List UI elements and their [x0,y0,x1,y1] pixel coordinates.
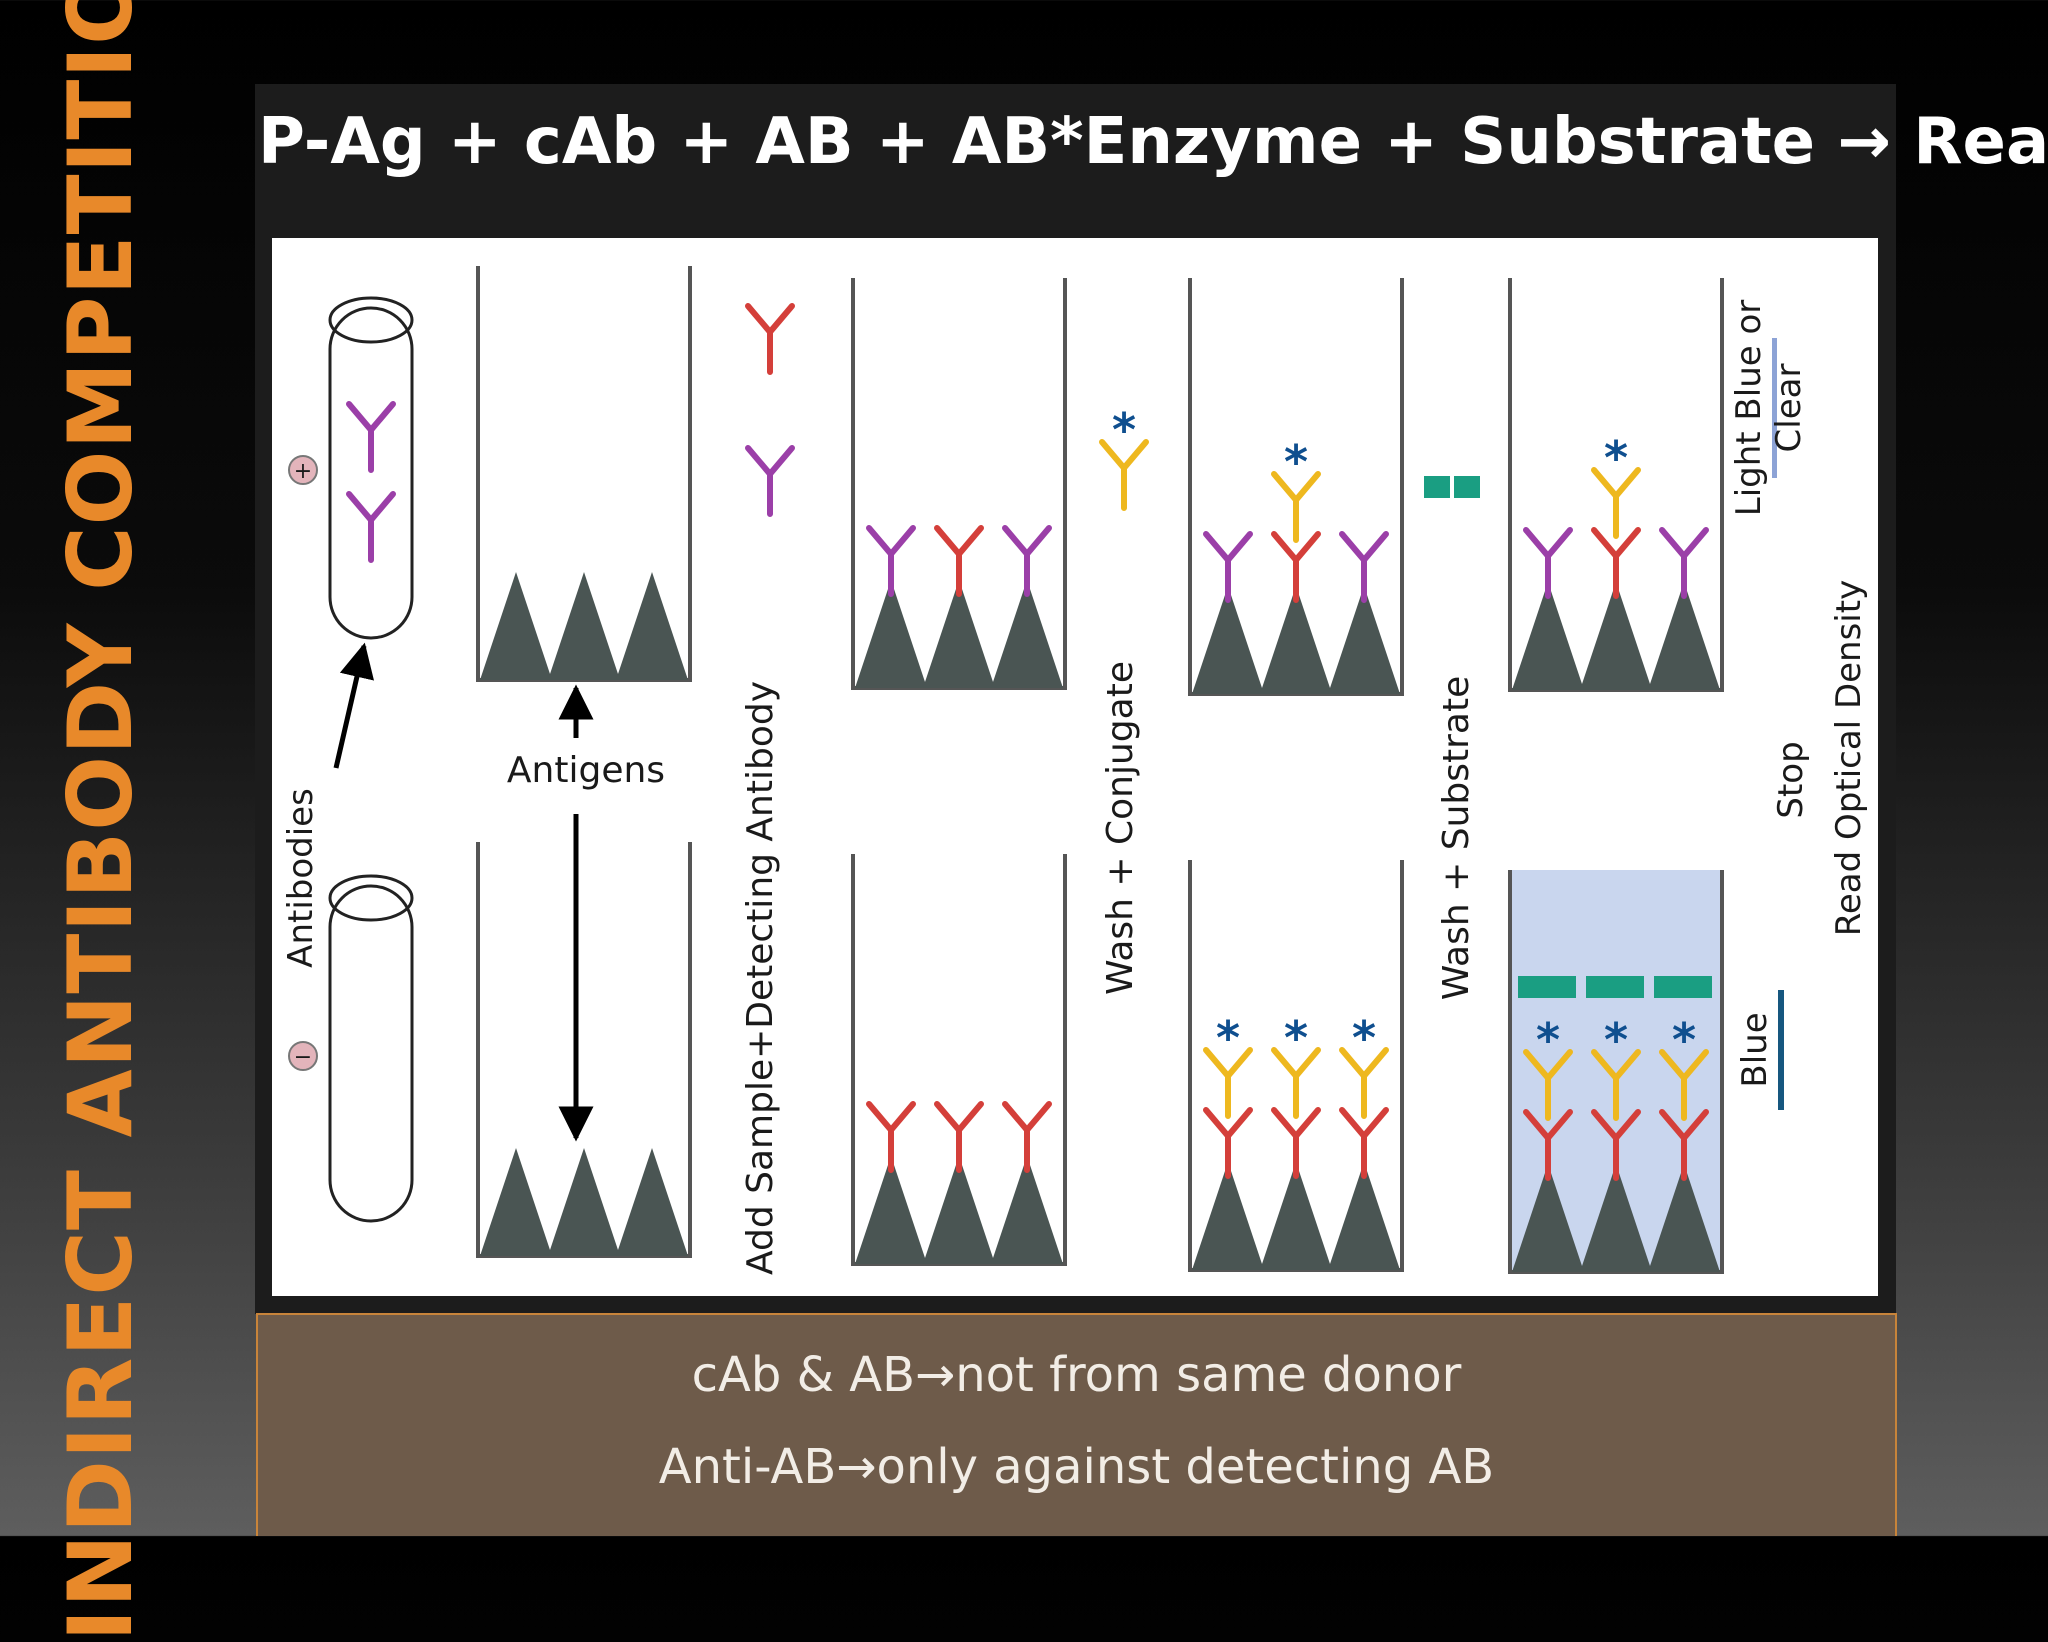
conjugate-antibody [1099,439,1149,511]
conjugate-antibody [1271,471,1321,543]
detecting-antibody [1002,1101,1052,1173]
capture-antibody [1523,527,1573,599]
conjugate-antibody [1203,1047,1253,1119]
plus-sign-icon: + [288,455,318,485]
enzyme-star-icon: * [1672,1013,1696,1067]
detecting-antibody [1591,1109,1641,1181]
detecting-antibody [745,303,795,375]
tube-negative [328,874,414,1223]
result-negative-label: Blue [1735,1012,1775,1087]
svg-text:+: + [294,459,312,484]
capture-antibody [1002,525,1052,597]
well-result-top [1508,278,1724,692]
well-antigens-bottom [476,842,692,1258]
note-line-1: cAb & AB→not from same donor [691,1347,1462,1403]
detecting-antibody [934,525,984,597]
capture-antibody [745,445,795,517]
substrate-icon [1424,476,1480,498]
conjugate-antibody [1271,1047,1321,1119]
detecting-antibody [1271,531,1321,603]
minus-sign-icon: − [288,1041,318,1071]
result-positive-line2: Clear [1769,364,1809,453]
side-title: Indirect Antibody Competition [48,0,152,1642]
enzyme-star-icon: * [1112,403,1136,457]
well-conjugate-top [1188,278,1404,696]
detecting-antibody [1339,1107,1389,1179]
diagram-svg: + − Antibodies Antigens Add Sample+Detec… [281,266,1869,1275]
enzyme-star-icon: * [1604,1013,1628,1067]
conjugate-antibody [1339,1047,1389,1119]
well-antigens-top [476,266,692,682]
conjugate-antibody [1659,1049,1709,1121]
notes-box: cAb & AB→not from same donor Anti-AB→onl… [256,1313,1897,1536]
detecting-antibody [866,1101,916,1173]
enzyme-star-icon: * [1604,431,1628,485]
well-conjugate-bottom [1188,860,1404,1272]
read-label: Read Optical Density [1829,580,1869,936]
antibody-glyphs: * * * * * * * * * [346,303,1709,1181]
conjugate-antibody [1591,1049,1641,1121]
step-wash-substrate-label: Wash + Substrate [1436,676,1477,1001]
detecting-antibody [1203,1107,1253,1179]
step-add-label: Add Sample+Detecting Antibody [740,681,781,1275]
antibodies-arrow [333,642,375,769]
enzyme-star-icon: * [1216,1011,1240,1065]
elisa-diagram: + − Antibodies Antigens Add Sample+Detec… [272,238,1878,1296]
enzyme-star-icon: * [1284,435,1308,489]
capture-antibody [346,491,396,563]
detecting-antibody [1591,527,1641,599]
detecting-antibody [934,1101,984,1173]
conjugate-antibody [1523,1049,1573,1121]
svg-text:−: − [294,1045,312,1070]
light-blue-bar [1772,338,1777,478]
conjugate-antibody [1591,467,1641,539]
result-positive-line1: Light Blue or [1729,300,1769,517]
enzyme-star-icon: * [1284,1011,1308,1065]
note-line-2: Anti-AB→only against detecting AB [658,1439,1495,1495]
capture-antibody [866,525,916,597]
headline: P-Ag + cAb + AB + AB*Enzyme + Substrate … [258,105,2048,179]
capture-antibody [1339,531,1389,603]
blue-bar [1778,990,1784,1110]
tube-positive [328,296,414,640]
enzyme-star-icon: * [1536,1013,1560,1067]
detecting-antibody [1659,1109,1709,1181]
detecting-antibody [1271,1107,1321,1179]
well-sample-bottom [851,854,1067,1266]
capture-antibody [346,401,396,473]
detecting-antibody [1523,1109,1573,1181]
enzyme-star-icon: * [1352,1011,1376,1065]
capture-antibody [1203,531,1253,603]
capture-antibody [1659,527,1709,599]
stop-label: Stop [1771,741,1811,818]
well-sample-top [851,278,1067,690]
step-wash-conjugate-label: Wash + Conjugate [1100,661,1141,995]
antigens-label: Antigens [507,750,665,791]
antibodies-label: Antibodies [281,788,321,968]
